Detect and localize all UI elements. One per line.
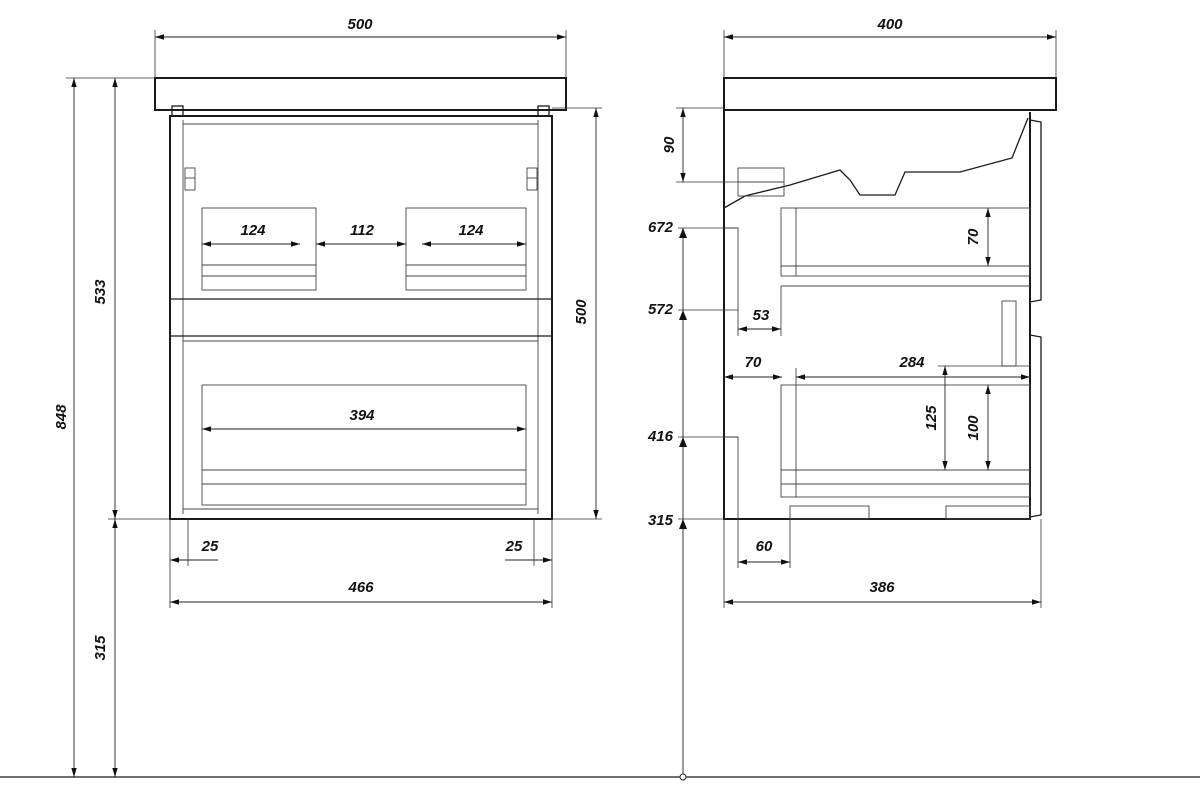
side-cabinet-body [723,110,1031,520]
dim-front-width-top: 500 [347,16,373,33]
dim-side-left: 25 [201,538,219,555]
front-countertop [154,77,567,111]
dim-side-depth-body: 386 [869,579,895,596]
dim-front-height-body: 500 [573,299,590,325]
dim-drawer1-middle: 112 [350,222,375,239]
dim-side-right: 25 [505,538,523,555]
level-315: 315 [648,512,674,529]
side-dimensions: 400 90 672 572 416 315 70 53 70 284 [647,16,1057,774]
dim-drawer2-outer: 125 [923,405,940,431]
side-countertop [723,77,1057,111]
dim-offset-53: 53 [753,307,770,324]
dim-drawer1-right: 124 [458,222,484,239]
front-cabinet-body [169,115,553,520]
level-672: 672 [648,219,674,236]
dim-front-height-cabinet: 533 [92,279,109,305]
floor-line [0,773,1200,781]
dim-offset-60: 60 [756,538,773,555]
dim-drawer2-inner: 394 [349,407,375,424]
dim-side-depth-top: 400 [876,16,903,33]
dim-siphon-90: 90 [661,136,678,153]
dim-drawer1-left: 124 [240,222,266,239]
dim-drawer1-height: 70 [965,228,982,245]
front-view [154,77,567,520]
dim-front-height-floor: 315 [92,635,109,661]
level-572: 572 [648,301,674,318]
level-416: 416 [647,428,674,445]
side-view [723,77,1057,520]
dim-offset-70: 70 [745,354,762,371]
dim-drawer2-depth: 284 [898,354,925,371]
dim-front-width-body: 466 [347,579,374,596]
dim-front-height-total: 848 [53,404,70,430]
front-dimensions: 500 848 533 315 500 124 112 124 394 25 [53,16,602,777]
dim-drawer2-inner-height: 100 [965,415,982,441]
